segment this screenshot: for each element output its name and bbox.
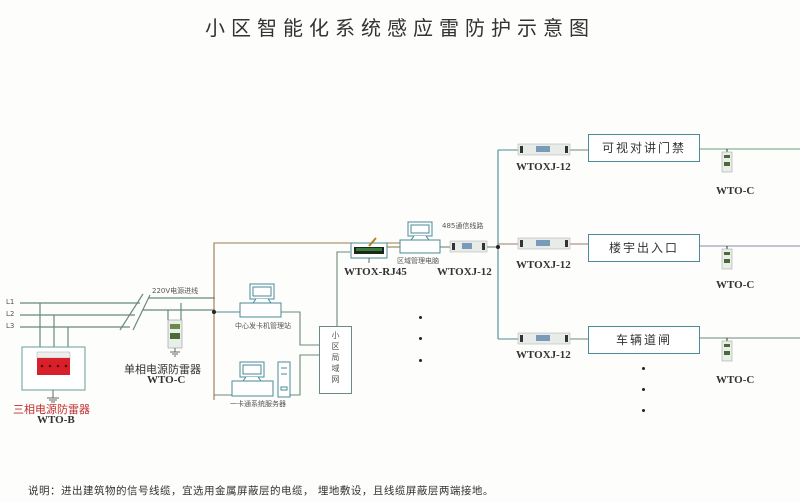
branch-box-intercom: 可视对讲门禁: [588, 134, 700, 162]
branch-2-signal-spd-model: WTOXJ-12: [516, 259, 571, 271]
diagram-title: 小区智能化系统感应雷防护示意图: [205, 16, 595, 40]
branch-1-signal-spd-model: WTOXJ-12: [516, 161, 571, 173]
line-label-l2: L2: [6, 310, 15, 318]
ground-icon: [47, 397, 59, 403]
branch-box-barrier: 车辆道闸: [588, 326, 700, 354]
ellipsis-dot: [419, 337, 422, 340]
explanatory-note: 说明：进出建筑物的信号线缆，宜选用金属屏蔽层的电缆， 埋地敷设，且线缆屏蔽层两端…: [28, 485, 494, 497]
power-spd-icons: [721, 149, 733, 362]
three-phase-spd-name: 三相电源防雷器: [13, 403, 90, 416]
card-station-computer: [239, 283, 282, 318]
branch-3-power-spd-model: WTO-C: [716, 374, 755, 386]
signal-spd-3: [517, 332, 571, 345]
ground-icon: [170, 351, 180, 357]
red-spd-module: [37, 358, 70, 375]
ellipsis-dot: [642, 367, 645, 370]
community-lan-box: 小 区 局 域 网: [319, 326, 352, 394]
rj45-model: WTOX-RJ45: [344, 266, 407, 278]
power-line-label: 220V电源进线: [152, 287, 199, 295]
break-mark-2: [119, 293, 144, 331]
ellipsis-dot: [419, 316, 422, 319]
ellipsis-dot: [642, 409, 645, 412]
power-lines: [20, 293, 215, 347]
single-phase-spd-name: 单相电源防雷器: [124, 363, 201, 376]
signal-spd-1: [517, 143, 571, 156]
ellipsis-dot: [419, 359, 422, 362]
card-server-label: 一卡通系统服务器: [230, 400, 286, 408]
signal-spd-main: [449, 240, 488, 253]
signal-spd-2: [517, 237, 571, 250]
power-spd-1: [721, 149, 733, 173]
server-tower: [277, 361, 291, 398]
area-pc-computer: [399, 221, 441, 254]
card-station-label: 中心发卡机管理站: [235, 322, 291, 330]
three-phase-spd-model: WTO-B: [37, 414, 75, 426]
rs485-label: 485通信线路: [442, 222, 484, 230]
branch-3-signal-spd-model: WTOXJ-12: [516, 349, 571, 361]
branch-2-power-spd-model: WTO-C: [716, 279, 755, 291]
single-phase-spd: [167, 319, 183, 357]
power-spd-2: [721, 246, 733, 270]
signal-spd-icons: [449, 143, 571, 345]
main-signal-spd-model: WTOXJ-12: [437, 266, 492, 278]
branch-1-power-spd-model: WTO-C: [716, 185, 755, 197]
line-label-l3: L3: [6, 322, 15, 330]
area-pc-label: 区域管理电脑: [397, 257, 439, 265]
three-phase-spd: [21, 346, 86, 403]
power-spd-3: [721, 338, 733, 362]
ellipsis-dot: [642, 388, 645, 391]
branch-box-entrance: 楼宇出入口: [588, 234, 700, 262]
server-computer: [231, 361, 291, 398]
break-mark-1: [132, 294, 151, 331]
rj45-spd: [350, 237, 388, 263]
single-phase-spd-model: WTO-C: [147, 374, 186, 386]
line-label-l1: L1: [6, 298, 15, 306]
